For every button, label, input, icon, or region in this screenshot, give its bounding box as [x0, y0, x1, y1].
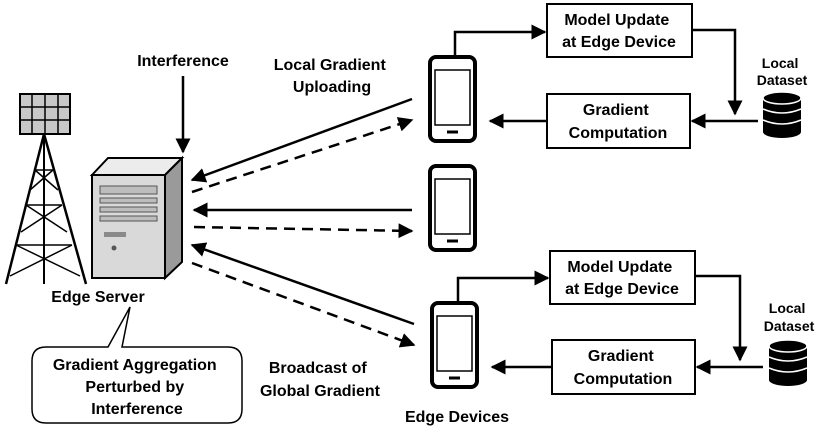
- edge-server-label: Edge Server: [51, 289, 144, 306]
- model-update-label: Model Update at Edge Device: [565, 259, 679, 298]
- interference-label: Interference: [137, 53, 229, 70]
- gradient-computation-box: [546, 93, 691, 149]
- local-gradient-uploading-label: Local Gradient Uploading: [274, 57, 390, 96]
- local-dataset-label: Local Dataset: [764, 300, 815, 334]
- uplink-arrow-top: [190, 97, 413, 183]
- database-icon: [762, 91, 802, 138]
- aggregation-callout: Gradient Aggregation Perturbed by Interf…: [31, 306, 243, 424]
- edge-devices-label: Edge Devices: [405, 409, 509, 426]
- smartphone-icon: [428, 164, 477, 252]
- smartphone-icon: [428, 55, 477, 143]
- database-icon: [768, 339, 808, 386]
- model-update-label: Model Update at Edge Device: [562, 12, 676, 51]
- device-panel-bottom: Model Update at Edge Device Gradient Com…: [456, 250, 815, 395]
- svg-text:Gradient Aggregation Per: Gradient Aggregation Perturbed by Interf…: [53, 357, 221, 418]
- smartphone-icon: [430, 301, 479, 389]
- server-icon: [89, 155, 185, 281]
- model-update-to-computation-arrow: [692, 28, 743, 116]
- device-panel-top: Model Update at Edge Device Gradient Com…: [453, 3, 808, 149]
- model-update-box: [546, 3, 693, 58]
- antenna-tower-icon: [4, 93, 88, 285]
- gradient-computation-label: Gradient Computation: [569, 102, 668, 142]
- downlink-arrow-top: [191, 117, 414, 194]
- local-dataset-label: Local Dataset: [757, 55, 808, 88]
- uplink-arrow-bottom: [190, 242, 415, 326]
- gradient-computation-box: [551, 339, 696, 395]
- downlink-arrow-middle: [193, 223, 414, 239]
- gradient-computation-label: Gradient Computation: [574, 348, 673, 388]
- model-update-to-computation-arrow: [695, 274, 748, 362]
- downlink-arrow-bottom: [191, 261, 416, 348]
- model-update-box: [549, 250, 696, 305]
- phone-to-model-update-arrow: [453, 24, 547, 57]
- broadcast-label: Broadcast of Global Gradient: [260, 360, 381, 400]
- phone-to-model-update-arrow: [456, 270, 550, 303]
- server-device-links: [190, 97, 416, 348]
